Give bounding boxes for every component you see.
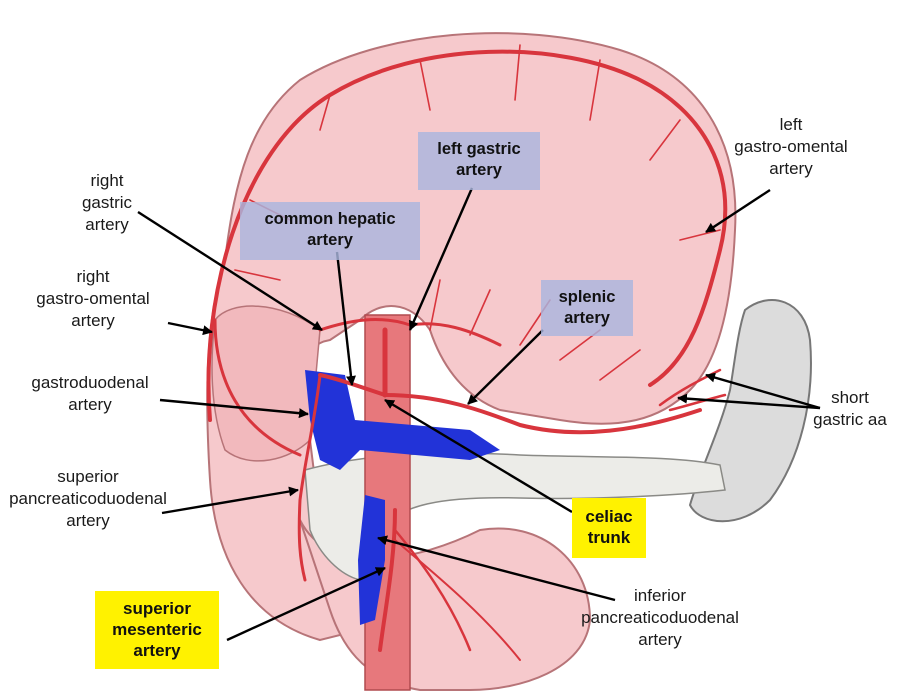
leader-splenic bbox=[467, 329, 544, 405]
leader-gastroduodenal bbox=[159, 398, 309, 419]
label-short-gastric: short gastric aa bbox=[813, 388, 887, 429]
label-left-gastro-omental: left gastro-omental artery bbox=[734, 115, 848, 178]
leader-short-gastric-1 bbox=[705, 372, 821, 410]
label-splenic: splenic artery bbox=[541, 280, 633, 336]
label-right-gastric: right gastric artery bbox=[81, 171, 133, 234]
leader-inferior-pancreaticoduodenal bbox=[377, 535, 616, 602]
leader-lines bbox=[137, 187, 821, 642]
label-inferior-pancreaticoduodenal: inferior pancreaticoduodenal artery bbox=[581, 586, 739, 649]
label-right-gastro-omental: right gastro-omental artery bbox=[36, 267, 150, 330]
label-left-gastric: left gastric artery bbox=[418, 132, 540, 190]
leader-left-gastric bbox=[408, 187, 474, 331]
leader-right-gastric bbox=[137, 210, 323, 332]
leader-superior-mesenteric bbox=[226, 566, 386, 642]
leader-superior-pancreaticoduodenal bbox=[161, 486, 299, 515]
label-common-hepatic: common hepatic artery bbox=[240, 202, 420, 260]
leader-short-gastric-2 bbox=[677, 393, 821, 410]
label-superior-pancreaticoduodenal: superior pancreaticoduodenal artery bbox=[9, 467, 167, 530]
label-celiac-trunk: celiac trunk bbox=[572, 498, 646, 558]
leader-left-gastro-omental bbox=[705, 188, 771, 234]
label-superior-mesenteric: superior mesenteric artery bbox=[95, 591, 219, 669]
stomach bbox=[206, 32, 737, 642]
leader-celiac bbox=[384, 398, 573, 514]
pylorus bbox=[211, 305, 321, 462]
label-gastroduodenal: gastroduodenal artery bbox=[31, 373, 149, 414]
portal-veins bbox=[305, 370, 500, 625]
leader-common-hepatic bbox=[335, 251, 356, 386]
leader-right-gastro-omental bbox=[167, 321, 213, 336]
